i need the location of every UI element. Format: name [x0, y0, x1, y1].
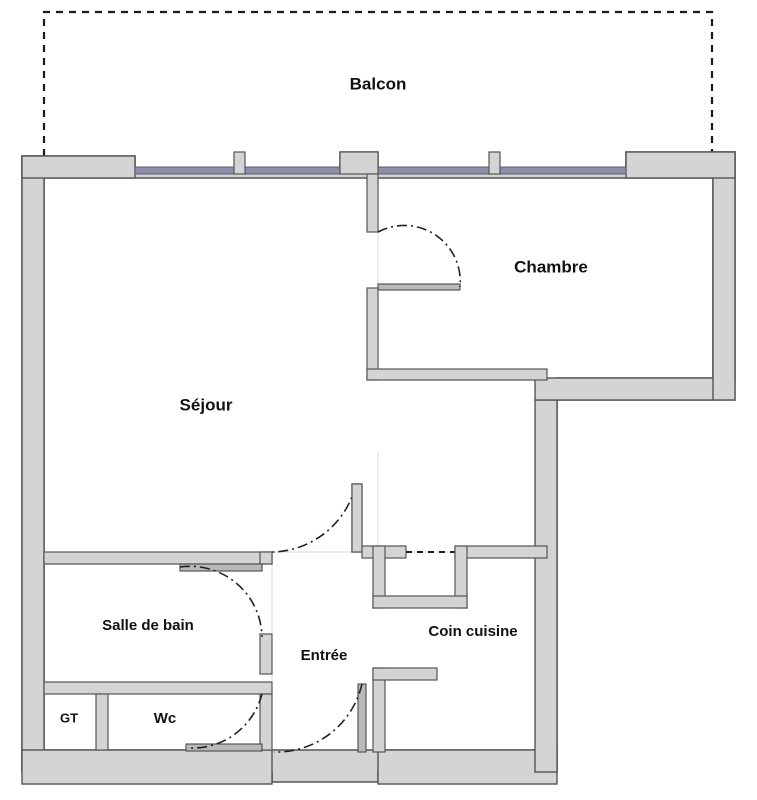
window-mullion-left [233, 151, 246, 175]
entrance-door-arc [273, 683, 363, 753]
bathroom-block-walls [43, 551, 273, 751]
room-label-wc: Wc [154, 710, 177, 727]
room-label-balcon: Balcon [350, 74, 407, 93]
kitchen-closet-bottom-wall [372, 595, 468, 609]
sejour-chambre-partition [339, 151, 548, 381]
room-label-salle-de-bain: Salle de bain [102, 617, 194, 634]
wc-door [185, 693, 263, 752]
entrance-door [273, 683, 367, 753]
salle-de-bain-door-jamb [259, 633, 273, 675]
entrance-door-leaf [357, 683, 367, 753]
chambre-door [377, 224, 462, 291]
wc-door-leaf [185, 743, 263, 752]
sejour-door-arc [267, 483, 357, 553]
wc-right-wall [259, 693, 273, 751]
outer-wall-shape [21, 151, 736, 785]
wc-door-arc [188, 693, 263, 749]
room-label-gt: GT [60, 710, 78, 725]
salle-de-bain-door [179, 563, 263, 638]
salle-de-bain-bottom-wall [43, 681, 273, 695]
room-labels: Balcon Chambre Séjour Salle de bain Entr… [60, 74, 588, 726]
salle-de-bain-door-leaf [179, 563, 263, 572]
room-label-entree: Entrée [301, 647, 348, 664]
room-label-chambre: Chambre [514, 257, 588, 276]
chambre-door-arc [377, 224, 462, 288]
top-glazing [134, 166, 627, 175]
room-label-coin-cuisine: Coin cuisine [428, 623, 517, 640]
window-mullion-right [488, 151, 501, 175]
gt-wc-partition [95, 693, 109, 751]
balcony-boundary [42, 10, 714, 156]
salle-de-bain-door-arc [179, 565, 263, 638]
kitchen-lower-shelf-wall [372, 667, 438, 681]
window-mullions [233, 151, 501, 175]
salle-de-bain-top-wall [43, 551, 273, 565]
chambre-door-leaf [377, 283, 461, 291]
room-label-sejour: Séjour [180, 395, 233, 414]
kitchen-top-wall-right [454, 545, 548, 559]
coin-cuisine-walls [351, 483, 548, 753]
